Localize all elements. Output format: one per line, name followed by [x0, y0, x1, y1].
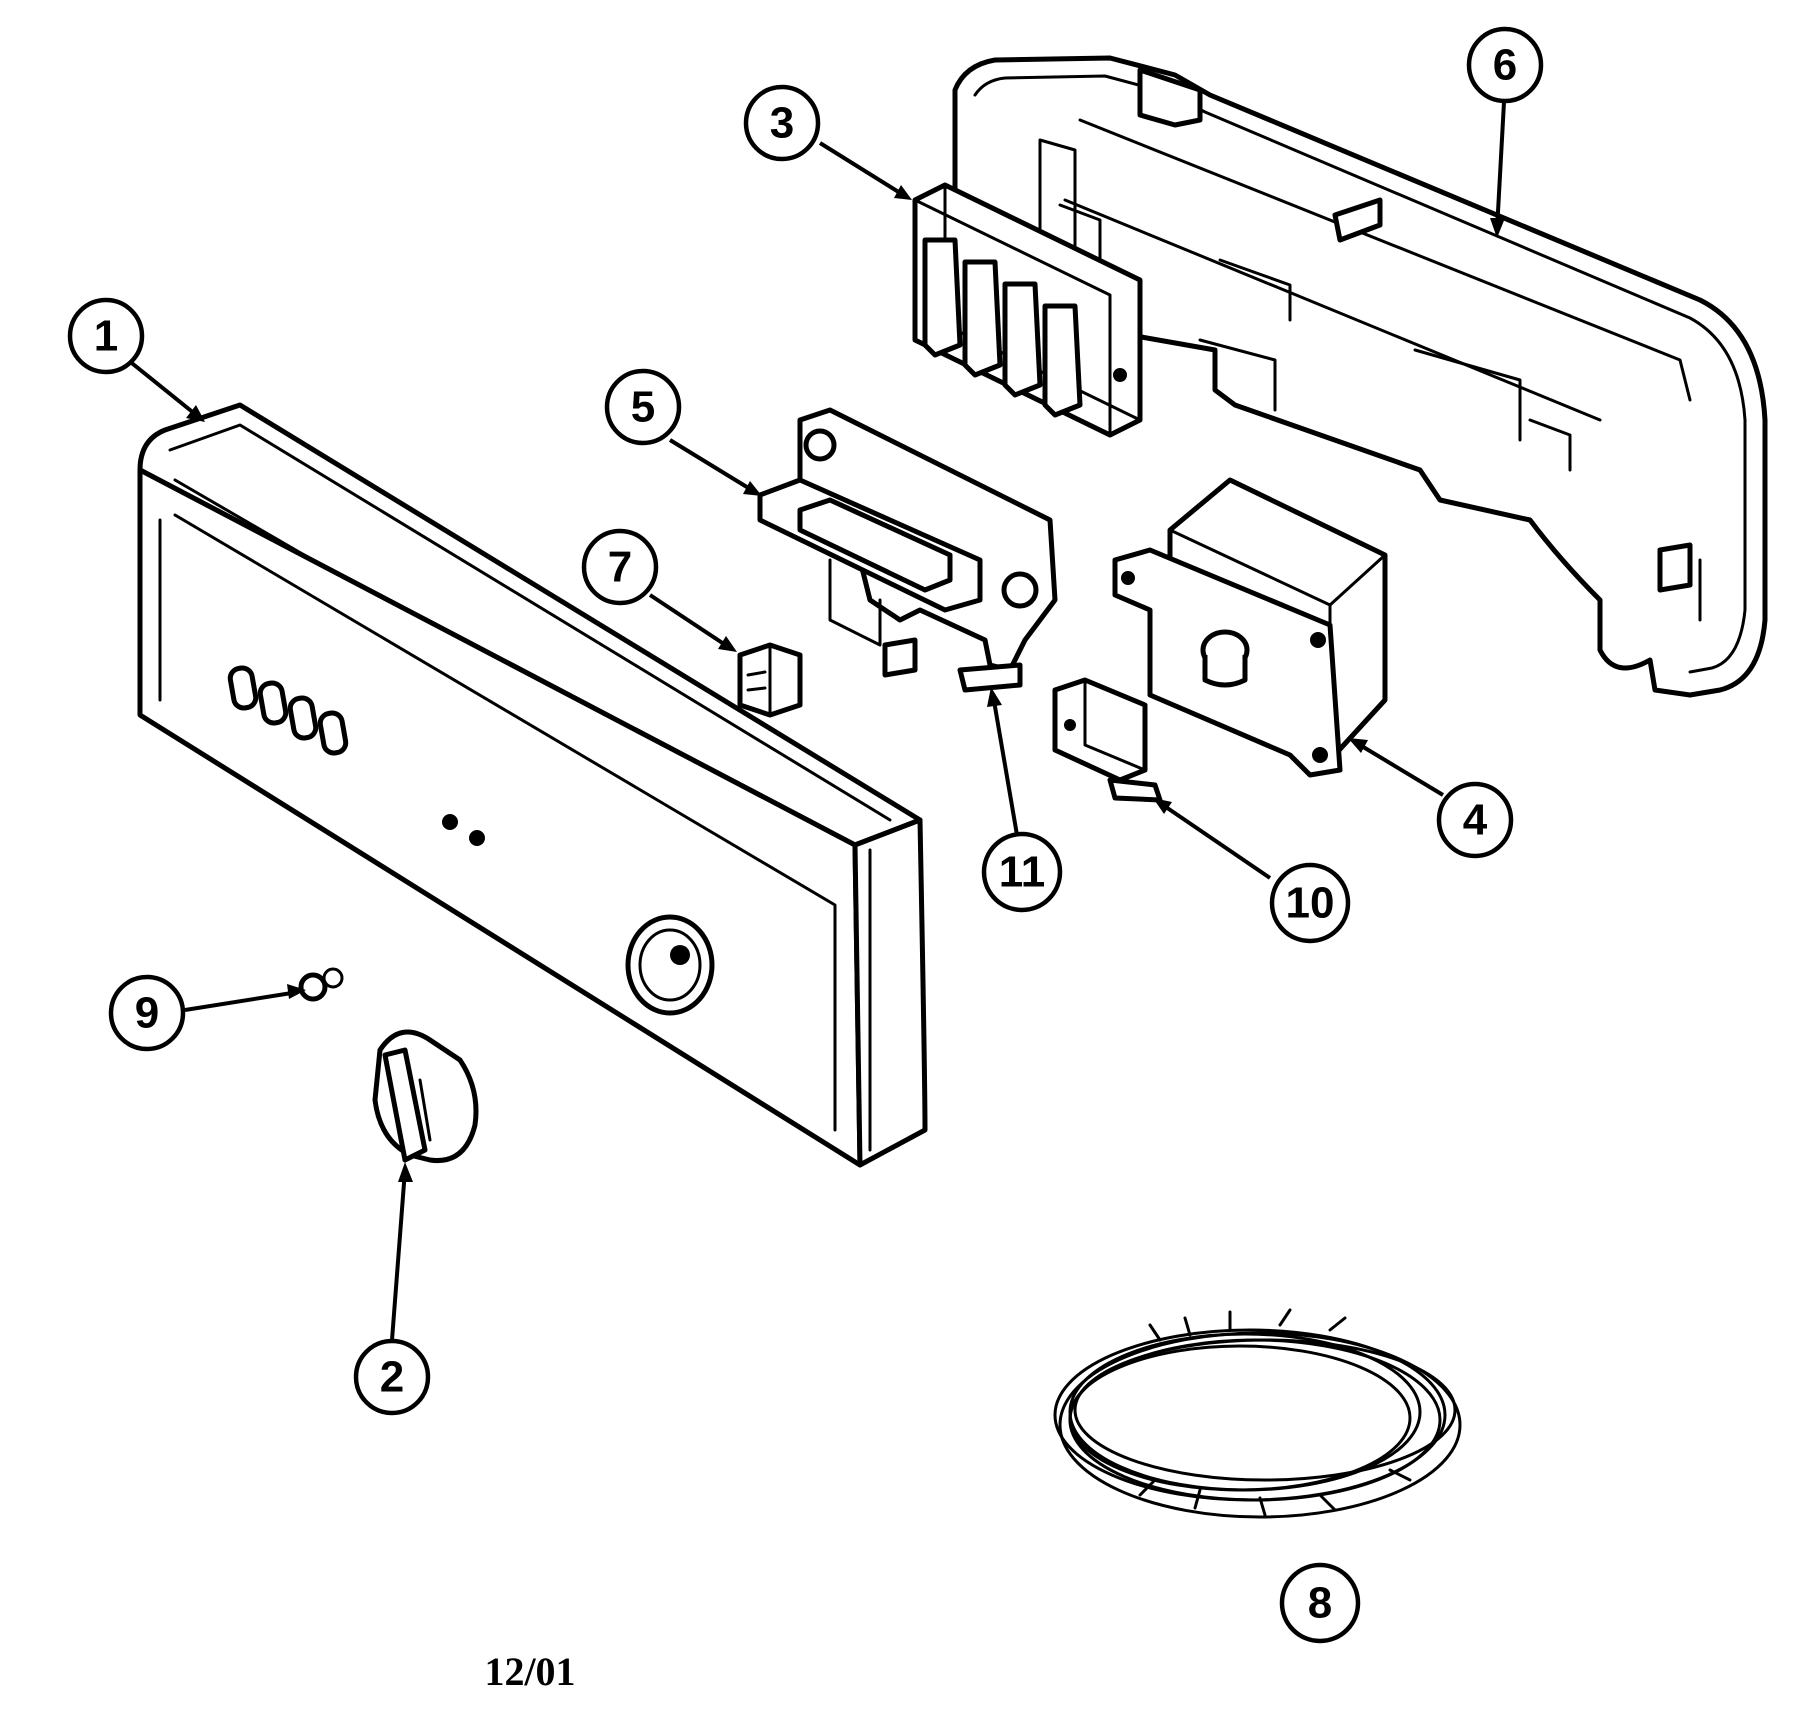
- date-code: 12/01: [484, 1649, 575, 1694]
- callout-2-label: 2: [380, 1353, 404, 1402]
- callout-6-label: 6: [1493, 41, 1517, 90]
- part-4-timer: [1112, 477, 1388, 778]
- part-1-control-panel: [137, 402, 928, 1168]
- callout-3: 3: [743, 84, 821, 162]
- callout-7: 7: [581, 528, 659, 606]
- callout-9-label: 9: [135, 989, 159, 1038]
- part-5-door-latch: [757, 407, 1058, 693]
- part-8-wire-harness: [1053, 1308, 1462, 1519]
- callout-9: 9: [108, 974, 186, 1052]
- part-10-microswitch: [1052, 677, 1163, 803]
- callout-1-label: 1: [94, 312, 118, 361]
- callout-2: 2: [353, 1338, 431, 1416]
- callout-5: 5: [604, 368, 682, 446]
- callout-4: 4: [1436, 781, 1514, 859]
- part-2-knob: [372, 1029, 479, 1164]
- callout-11-label: 11: [999, 848, 1046, 897]
- callout-10-label: 10: [1286, 879, 1335, 928]
- leader-lines: [126, 101, 1506, 1341]
- callout-8-label: 8: [1308, 1579, 1332, 1628]
- part-6-control-housing: [952, 55, 1768, 698]
- callout-10: 10: [1269, 862, 1351, 944]
- callout-1: 1: [67, 297, 145, 375]
- part-7-clip: [737, 642, 803, 718]
- callout-3-label: 3: [770, 99, 794, 148]
- callout-11: 11: [981, 831, 1063, 913]
- callout-5-label: 5: [631, 383, 655, 432]
- part-3-pushbutton-switch: [912, 182, 1143, 438]
- callout-4-label: 4: [1463, 796, 1488, 845]
- callout-7-label: 7: [608, 543, 632, 592]
- callout-8: 8: [1279, 1562, 1361, 1644]
- callout-6: 6: [1466, 26, 1544, 104]
- part-9-screw: [298, 967, 344, 1002]
- part-11-strip: [957, 662, 1023, 693]
